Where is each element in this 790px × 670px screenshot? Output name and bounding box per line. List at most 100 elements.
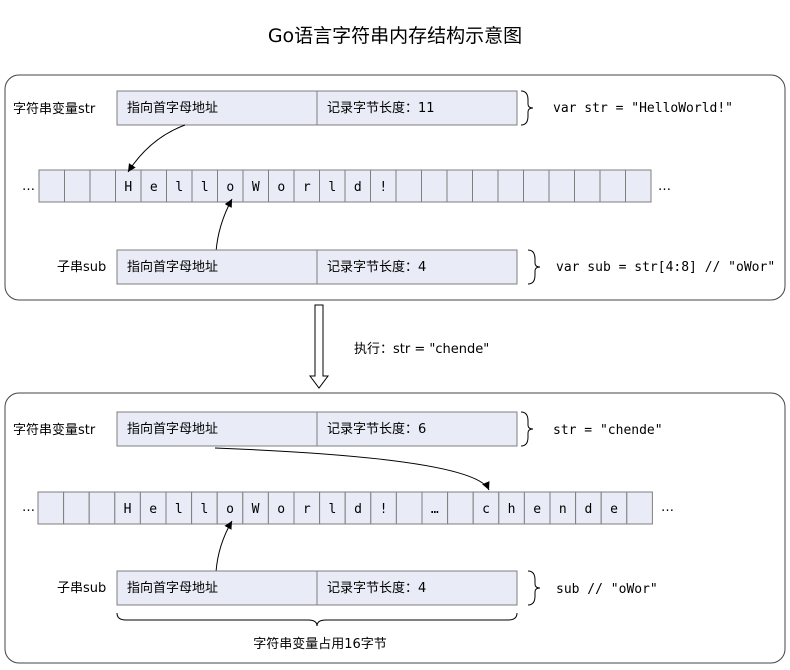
before-memory-cell: [472, 169, 499, 203]
after-str-var-label: 字符串变量str: [13, 422, 96, 438]
after-memory-cell: [242, 491, 269, 525]
after-sub-pointer-field: [116, 570, 318, 606]
before-memory-char: l: [328, 180, 336, 195]
before-ellipsis-left: …: [22, 179, 35, 194]
before-sub-var-label: 子串sub: [57, 260, 106, 275]
before-memory-cell: [523, 169, 550, 203]
before-sub-brace: [527, 249, 541, 285]
before-memory-cell: [38, 169, 65, 203]
after-memory-cell: [293, 491, 321, 525]
before-str-pointer-label: 指向首字母地址: [127, 100, 218, 116]
before-memory-cell: [293, 169, 320, 203]
after-memory-cell: [114, 491, 141, 525]
after-memory-char: e: [149, 502, 157, 517]
after-memory-char: …: [431, 502, 439, 517]
before-sub-pointer-arrow: [215, 198, 233, 253]
after-memory-cell: [37, 491, 65, 525]
before-memory-char: e: [150, 180, 158, 195]
after-sub-pointer-arrow: [215, 520, 233, 573]
before-str-code: var str = "HelloWorld!": [553, 101, 733, 116]
before-memory-cell: [242, 169, 269, 203]
after-memory-char: n: [559, 502, 567, 517]
after-sub-pointer-label: 指向首字母地址: [127, 580, 218, 596]
after-memory-cell: [447, 491, 474, 525]
after-memory-char: d: [584, 502, 592, 517]
after-str-code: str = "chende": [553, 423, 663, 438]
after-memory-cell: [600, 491, 628, 525]
after-sub-length-field: [316, 570, 518, 606]
before-memory-cell: [446, 169, 473, 203]
before-memory-char: d: [354, 180, 362, 195]
before-memory-char: W: [252, 180, 260, 195]
after-memory-char: h: [508, 502, 516, 517]
after-str-pointer-label: 指向首字母地址: [127, 421, 218, 437]
after-sub-brace: [527, 570, 541, 606]
after-memory-char: c: [482, 502, 490, 517]
after-sub-code: sub // "oWor": [556, 582, 658, 597]
size-brace: [116, 612, 518, 627]
before-memory-cell: [140, 169, 167, 203]
after-memory-char: W: [252, 502, 260, 517]
after-panel: 字符串变量str 指向首字母地址 记录字节长度：6 str = "chende"…: [4, 392, 786, 664]
before-memory-cell: [395, 169, 422, 203]
after-memory-cell: [575, 491, 602, 525]
after-sub-var-label: 子串sub: [57, 581, 106, 596]
after-memory-cell: [626, 491, 653, 525]
before-memory-cell: [319, 169, 346, 203]
before-memory-cell: [89, 169, 116, 203]
after-ellipsis-left: …: [22, 500, 35, 515]
before-sub-pointer-field: [116, 249, 318, 285]
after-str-length-label: 记录字节长度：6: [327, 421, 426, 437]
before-memory-cell: [268, 169, 295, 203]
after-memory-char: e: [533, 502, 541, 517]
before-str-brace: [520, 90, 534, 126]
after-memory-char: H: [124, 502, 132, 517]
before-sub-length-label: 记录字节长度：4: [327, 259, 426, 275]
after-sub-length-label: 记录字节长度：4: [327, 580, 426, 596]
after-memory-char: l: [200, 502, 208, 517]
after-memory-char: o: [277, 502, 285, 517]
after-memory-cell: [191, 491, 218, 525]
before-str-pointer-field: [116, 90, 318, 126]
before-sub-pointer-label: 指向首字母地址: [127, 259, 218, 275]
before-sub-code: var sub = str[4:8] // "oWor": [556, 260, 775, 275]
after-memory-cell: [421, 491, 449, 525]
before-memory-cell: [166, 169, 193, 203]
after-str-length-field: [316, 411, 518, 447]
before-memory-char: r: [303, 180, 311, 195]
after-memory-cell: [344, 491, 372, 525]
after-memory-cell: [498, 491, 525, 525]
before-str-var-label: 字符串变量str: [13, 101, 96, 117]
before-str-length-label: 记录字节长度：11: [327, 100, 435, 116]
before-str-pointer-arrow: [127, 124, 186, 173]
after-str-brace: [520, 411, 534, 447]
after-memory-char: e: [610, 502, 618, 517]
after-memory-cell: [267, 491, 295, 525]
before-memory-cell: [370, 169, 397, 203]
before-memory-cell: [548, 169, 575, 203]
after-ellipsis-right: …: [661, 500, 674, 515]
after-str-pointer-arrow: [214, 447, 490, 491]
after-memory-cell: [549, 491, 577, 525]
before-memory-cell: [64, 169, 91, 203]
before-memory-cell: [497, 169, 524, 203]
before-memory-char: l: [201, 180, 209, 195]
before-memory-char: H: [124, 180, 132, 195]
after-memory-char: d: [354, 502, 362, 517]
before-str-length-field: [316, 90, 518, 126]
after-str-pointer-field: [116, 411, 318, 447]
after-memory-char: r: [303, 502, 311, 517]
after-memory-cell: [63, 491, 90, 525]
before-memory-char: o: [226, 180, 234, 195]
before-memory-cell: [574, 169, 601, 203]
before-memory-cell: [421, 169, 448, 203]
size-note: 字符串变量占用16字节: [253, 636, 387, 652]
before-memory-char: l: [175, 180, 183, 195]
after-memory-char: o: [226, 502, 234, 517]
after-memory-char: l: [328, 502, 336, 517]
before-sub-length-field: [316, 249, 518, 285]
after-memory-char: !: [380, 502, 388, 517]
